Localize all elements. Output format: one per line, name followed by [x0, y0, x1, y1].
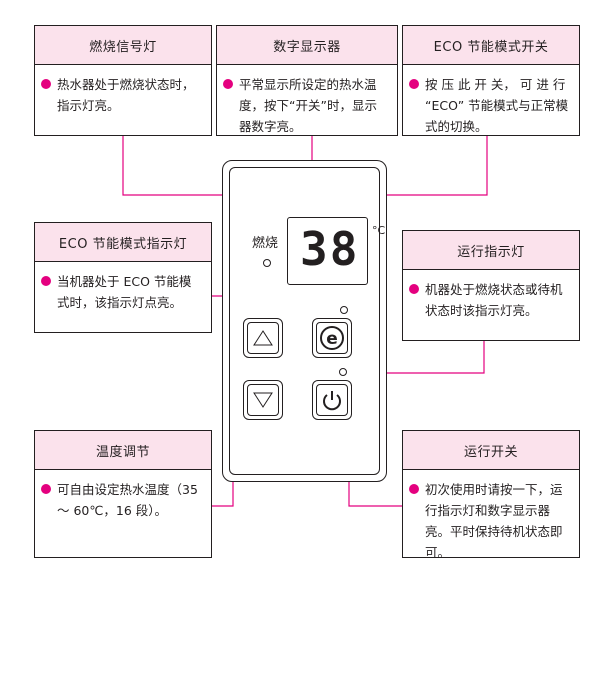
callout-text: 平常显示所设定的热水温度，按下“开关”时，显示器数字亮。: [239, 77, 377, 134]
bullet-icon: [41, 79, 51, 89]
callout-digital-display: 数字显示器 平常显示所设定的热水温度，按下“开关”时，显示器数字亮。: [216, 25, 398, 136]
callout-power-switch: 运行开关 初次使用时请按一下，运行指示灯和数字显示器亮。平时保持待机状态即可。: [402, 430, 580, 560]
callout-title: ECO 节能模式开关: [403, 26, 579, 65]
bullet-icon: [41, 276, 51, 286]
temp-up-button[interactable]: [243, 318, 283, 358]
eco-glyph: e: [326, 329, 338, 349]
callout-text: 热水器处于燃烧状态时，指示灯亮。: [57, 77, 195, 113]
callout-title: 温度调节: [35, 431, 211, 470]
line-run-indicator: [343, 341, 485, 374]
bullet-icon: [409, 484, 419, 494]
unit-label: °C: [372, 224, 386, 237]
callout-title: ECO 节能模式指示灯: [35, 223, 211, 262]
temperature-readout: 38: [300, 222, 360, 276]
eco-indicator-light: [340, 306, 348, 314]
temp-down-button[interactable]: [243, 380, 283, 420]
bullet-icon: [223, 79, 233, 89]
power-button[interactable]: [312, 380, 352, 420]
triangle-down-icon: [247, 384, 279, 416]
display-window: [287, 217, 368, 285]
callout-title: 燃烧信号灯: [35, 26, 211, 65]
callout-title: 数字显示器: [217, 26, 397, 65]
run-indicator-light: [339, 368, 347, 376]
power-icon: [316, 384, 348, 416]
callout-text: 初次使用时请按一下，运行指示灯和数字显示器亮。平时保持待机状态即可。: [425, 482, 563, 560]
burn-indicator-light: [263, 259, 271, 267]
callout-text: 按 压 此 开 关， 可 进 行 “ECO” 节能模式与正常模式的切换。: [425, 77, 569, 134]
triangle-up-icon: [247, 322, 279, 354]
eco-button[interactable]: e: [312, 318, 352, 358]
callout-eco-indicator: ECO 节能模式指示灯 当机器处于 ECO 节能模式时，该指示灯点亮。: [34, 222, 212, 333]
bullet-icon: [409, 284, 419, 294]
callout-temperature: 温度调节 可自由设定热水温度（35 ～ 60℃，16 段）。: [34, 430, 212, 558]
callout-text: 当机器处于 ECO 节能模式时，该指示灯点亮。: [57, 274, 192, 310]
callout-burn-signal: 燃烧信号灯 热水器处于燃烧状态时，指示灯亮。: [34, 25, 212, 136]
bullet-icon: [409, 79, 419, 89]
callout-text: 机器处于燃烧状态或待机状态时该指示灯亮。: [425, 282, 563, 318]
callout-eco-switch: ECO 节能模式开关 按 压 此 开 关， 可 进 行 “ECO” 节能模式与正…: [402, 25, 580, 136]
callout-text: 可自由设定热水温度（35 ～ 60℃，16 段）。: [57, 482, 198, 518]
callout-title: 运行开关: [403, 431, 579, 470]
eco-icon: e: [316, 322, 348, 354]
burn-label: 燃烧: [252, 236, 279, 251]
bullet-icon: [41, 484, 51, 494]
callout-run-indicator: 运行指示灯 机器处于燃烧状态或待机状态时该指示灯亮。: [402, 230, 580, 341]
callout-title: 运行指示灯: [403, 231, 579, 270]
